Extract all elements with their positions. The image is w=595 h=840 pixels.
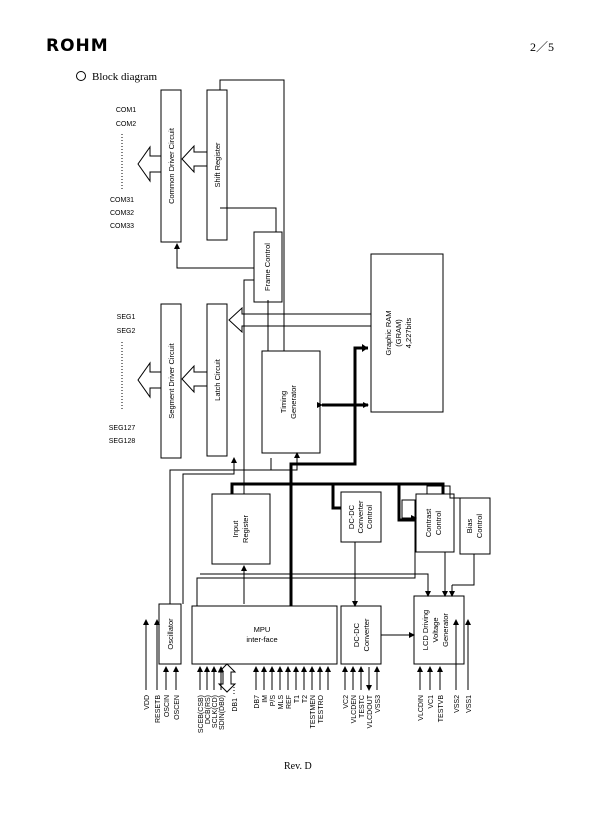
com32-label: COM32 [110,210,134,217]
pin-testvb: TESTVB [438,695,445,723]
mpu-interface-block: MPU inter-face [191,605,338,665]
dcdc-control-label-1: DC-DC [347,504,356,529]
gram-label-2: (GRAM) [394,319,403,347]
oscillator-block: Oscillator [158,603,182,665]
contrast-control-block: Contrast Control [415,493,455,553]
seg1-label: SEG1 [117,314,136,321]
com-output-arrow [137,145,162,183]
lcd-driving-label-3: Generator [441,613,450,647]
pin-labels: VDD RESETB OSCIN OSCEN SCEB(CSB) DCB(RS)… [144,694,473,733]
dcdc-control-block: DC-DC Converter Control [340,491,382,543]
pin-oscin: OSCIN [164,695,171,717]
input-register-label-1: Input [231,520,240,538]
com1-label: COM1 [116,107,136,114]
timing-generator-label-2: Generator [289,385,298,419]
common-driver-label: Common Driver Circuit [167,127,176,204]
section-heading: Block diagram [76,71,157,83]
pin-sceb: SCEB(CSB) [198,695,205,733]
oscillator-label: Oscillator [166,618,175,650]
pin-testmen: TESTMEN [310,695,317,728]
bias-control-label-1: Bias [465,518,474,533]
pin-vlcdout: VLCDOUT [367,694,374,728]
pin-vc1: VC1 [428,695,435,709]
pin-testro: TESTRO [318,694,325,723]
pin-testc: TESTC [359,695,366,718]
dcdc-converter-block: DC-DC Converter [340,605,382,665]
segment-driver-label: Segment Driver Circuit [167,342,176,418]
main-data-bus [230,346,445,606]
seg-labels: SEG1 SEG2 SEG127 SEG128 [109,314,136,445]
pin-mls: MLS [278,695,285,710]
shift-register-label: Shift Register [213,142,222,188]
pin-resetb: RESETB [155,695,162,723]
pin-ps: P/S [270,695,277,707]
rohm-logo: ROHM [46,36,109,56]
dcdc-control-label-2: Converter [356,500,365,533]
shift-to-common-arrow [181,144,208,174]
gram-label-3: 4,227bits [404,318,413,349]
pin-sdin: SDIN(DB0) [219,695,226,730]
pin-oscen: OSCEN [174,695,181,720]
page-number: 2／5 [530,40,555,54]
dcdc-converter-label-1: DC-DC [352,622,361,647]
pin-vlcdin: VLCDIN [418,695,425,721]
frame-control-block: Frame Control [253,231,283,303]
section-title: Block diagram [92,71,158,83]
pin-t1: T1 [294,695,301,703]
mpu-label-1: MPU [254,625,271,634]
bus-arrowhead [362,344,368,352]
mpu-label-2: inter-face [246,635,277,644]
pin-sclk: SCLK(CD) [212,695,219,728]
input-register-block: Input Register [211,493,271,565]
lcd-driving-label-1: LCD Driving [421,610,430,650]
pin-dcb: DCB(RS) [205,695,212,724]
latch-circuit-block: Latch Circuit [206,303,228,457]
contrast-control-label-2: Control [434,511,443,536]
pin-db1: DB1 [232,698,239,712]
com31-label: COM31 [110,197,134,204]
segment-driver-block: Segment Driver Circuit [160,303,182,459]
com33-label: COM33 [110,223,134,230]
latch-circuit-label: Latch Circuit [213,358,222,401]
circle-bullet-icon [76,71,86,81]
frame-control-label: Frame Control [263,243,272,291]
signal-lines [169,79,475,638]
shift-register-block: Shift Register [206,89,228,241]
timing-generator-label-1: Timing [279,391,288,413]
pin-ref: REF [286,695,293,709]
common-driver-block: Common Driver Circuit [160,89,182,243]
pin-vdd: VDD [144,695,151,710]
timing-generator-block: Timing Generator [261,350,321,454]
gram-label-1: Graphic RAM [384,310,393,355]
input-register-label-2: Register [241,515,250,543]
seg127-label: SEG127 [109,425,136,432]
pin-vlcden: VLCDEN [351,695,358,723]
bias-control-label-2: Control [475,514,484,539]
pin-im: IM [262,695,269,703]
pin-lines [143,619,471,696]
gram-to-latch-arrow [228,306,372,334]
bias-control-block: Bias Control [459,497,491,555]
latch-to-segment-arrow [181,364,208,394]
com-labels: COM1 COM2 COM31 COM32 COM33 [110,107,136,230]
gram-block: Graphic RAM (GRAM) 4,227bits [370,253,444,413]
dcdc-converter-label-2: Converter [362,618,371,651]
pin-vss2: VSS2 [454,695,461,713]
seg-output-arrow [137,361,162,399]
contrast-control-label-1: Contrast [424,508,433,537]
com2-label: COM2 [116,121,136,128]
lcd-driving-label-2: Voltage [431,617,440,642]
revision-footer: Rev. D [284,761,312,772]
pin-vss1: VSS1 [466,695,473,713]
pin-t2: T2 [302,695,309,703]
dcdc-control-label-3: Control [365,505,374,530]
seg128-label: SEG128 [109,438,136,445]
seg2-label: SEG2 [117,328,136,335]
pin-vc2: VC2 [343,695,350,709]
pin-db7: DB7 [254,695,261,709]
pin-vss3: VSS3 [375,695,382,713]
